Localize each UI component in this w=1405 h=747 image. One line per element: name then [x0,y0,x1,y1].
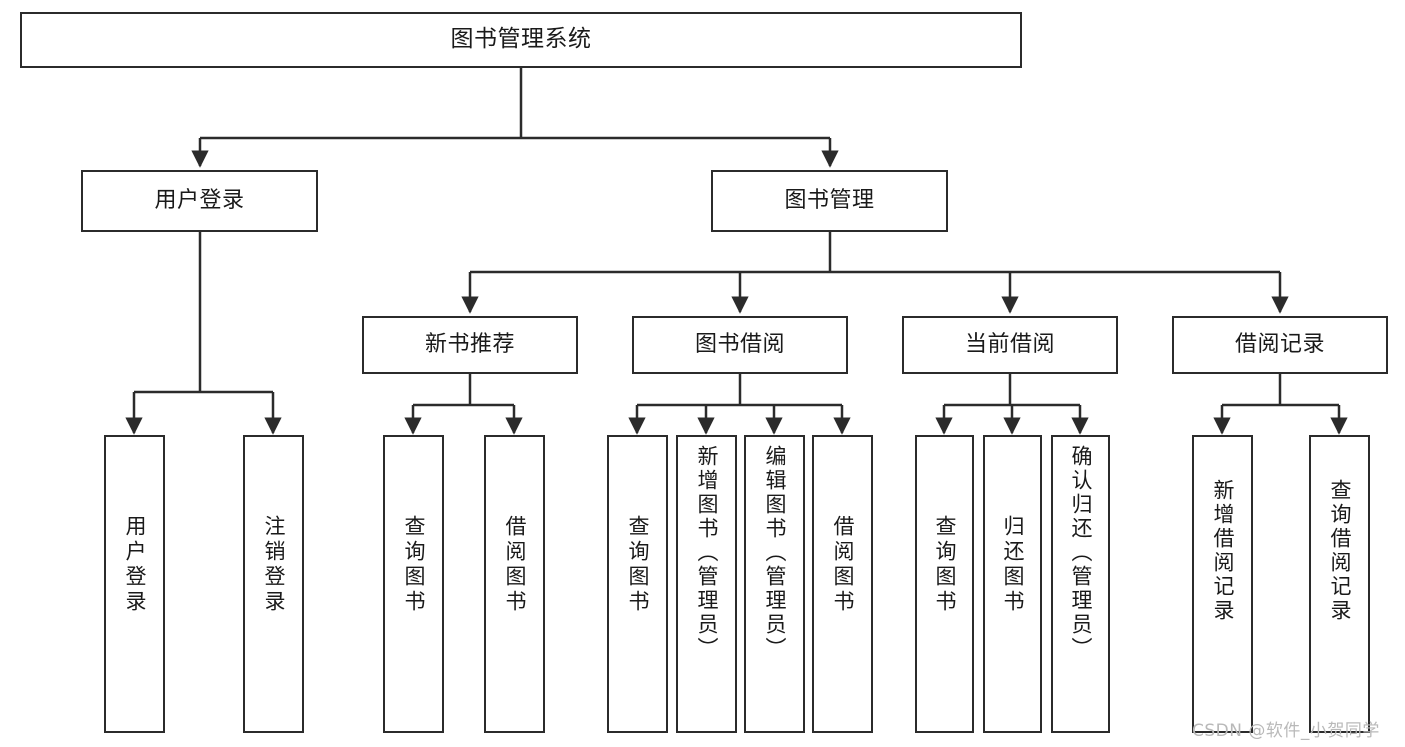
leaf-confirm-return-admin-label: 确认归还（管理员） [1069,445,1093,661]
leaf-query-borrow-record[interactable]: 查询借阅记录 [1309,435,1370,733]
leaf-return-book-label: 归还图书 [1001,515,1025,615]
leaf-current-query-book[interactable]: 查询图书 [915,435,974,733]
leaf-query-borrow-record-label: 查询借阅记录 [1328,479,1352,623]
node-book-borrow[interactable]: 图书借阅 [632,316,848,374]
leaf-add-book-admin[interactable]: 新增图书（管理员） [676,435,737,733]
leaf-current-query-book-label: 查询图书 [933,515,957,615]
leaf-borrow-the-book-label: 借阅图书 [831,515,855,615]
leaf-add-borrow-record[interactable]: 新增借阅记录 [1192,435,1253,733]
leaf-new-book-query[interactable]: 查询图书 [383,435,444,733]
leaf-new-book-query-label: 查询图书 [402,515,426,615]
node-root-system[interactable]: 图书管理系统 [20,12,1022,68]
node-book-management[interactable]: 图书管理 [711,170,948,232]
leaf-new-book-borrow[interactable]: 借阅图书 [484,435,545,733]
node-book-borrow-label: 图书借阅 [694,332,785,358]
leaf-return-book[interactable]: 归还图书 [983,435,1042,733]
node-book-management-label: 图书管理 [784,188,875,214]
leaf-logout-label: 注销登录 [262,515,286,615]
node-current-borrow-label: 当前借阅 [964,332,1055,358]
leaf-edit-book-admin-label: 编辑图书（管理员） [763,445,787,661]
leaf-borrow-the-book[interactable]: 借阅图书 [812,435,873,733]
node-current-borrow[interactable]: 当前借阅 [902,316,1118,374]
node-new-book-recommend[interactable]: 新书推荐 [362,316,578,374]
node-new-book-recommend-label: 新书推荐 [424,332,515,358]
leaf-borrow-query-book-label: 查询图书 [626,515,650,615]
leaf-new-book-borrow-label: 借阅图书 [503,515,527,615]
node-user-login-label: 用户登录 [154,188,245,214]
leaf-confirm-return-admin[interactable]: 确认归还（管理员） [1051,435,1110,733]
leaf-user-login[interactable]: 用户登录 [104,435,165,733]
leaf-logout[interactable]: 注销登录 [243,435,304,733]
leaf-add-borrow-record-label: 新增借阅记录 [1211,479,1235,623]
node-root-label: 图书管理系统 [450,26,592,53]
watermark-credit: CSDN @软件_小贺同学 [1192,721,1380,741]
node-borrow-record[interactable]: 借阅记录 [1172,316,1388,374]
leaf-borrow-query-book[interactable]: 查询图书 [607,435,668,733]
leaf-edit-book-admin[interactable]: 编辑图书（管理员） [744,435,805,733]
leaf-add-book-admin-label: 新增图书（管理员） [695,445,719,661]
leaf-user-login-label: 用户登录 [123,515,147,615]
node-user-login[interactable]: 用户登录 [81,170,318,232]
node-borrow-record-label: 借阅记录 [1234,332,1325,358]
